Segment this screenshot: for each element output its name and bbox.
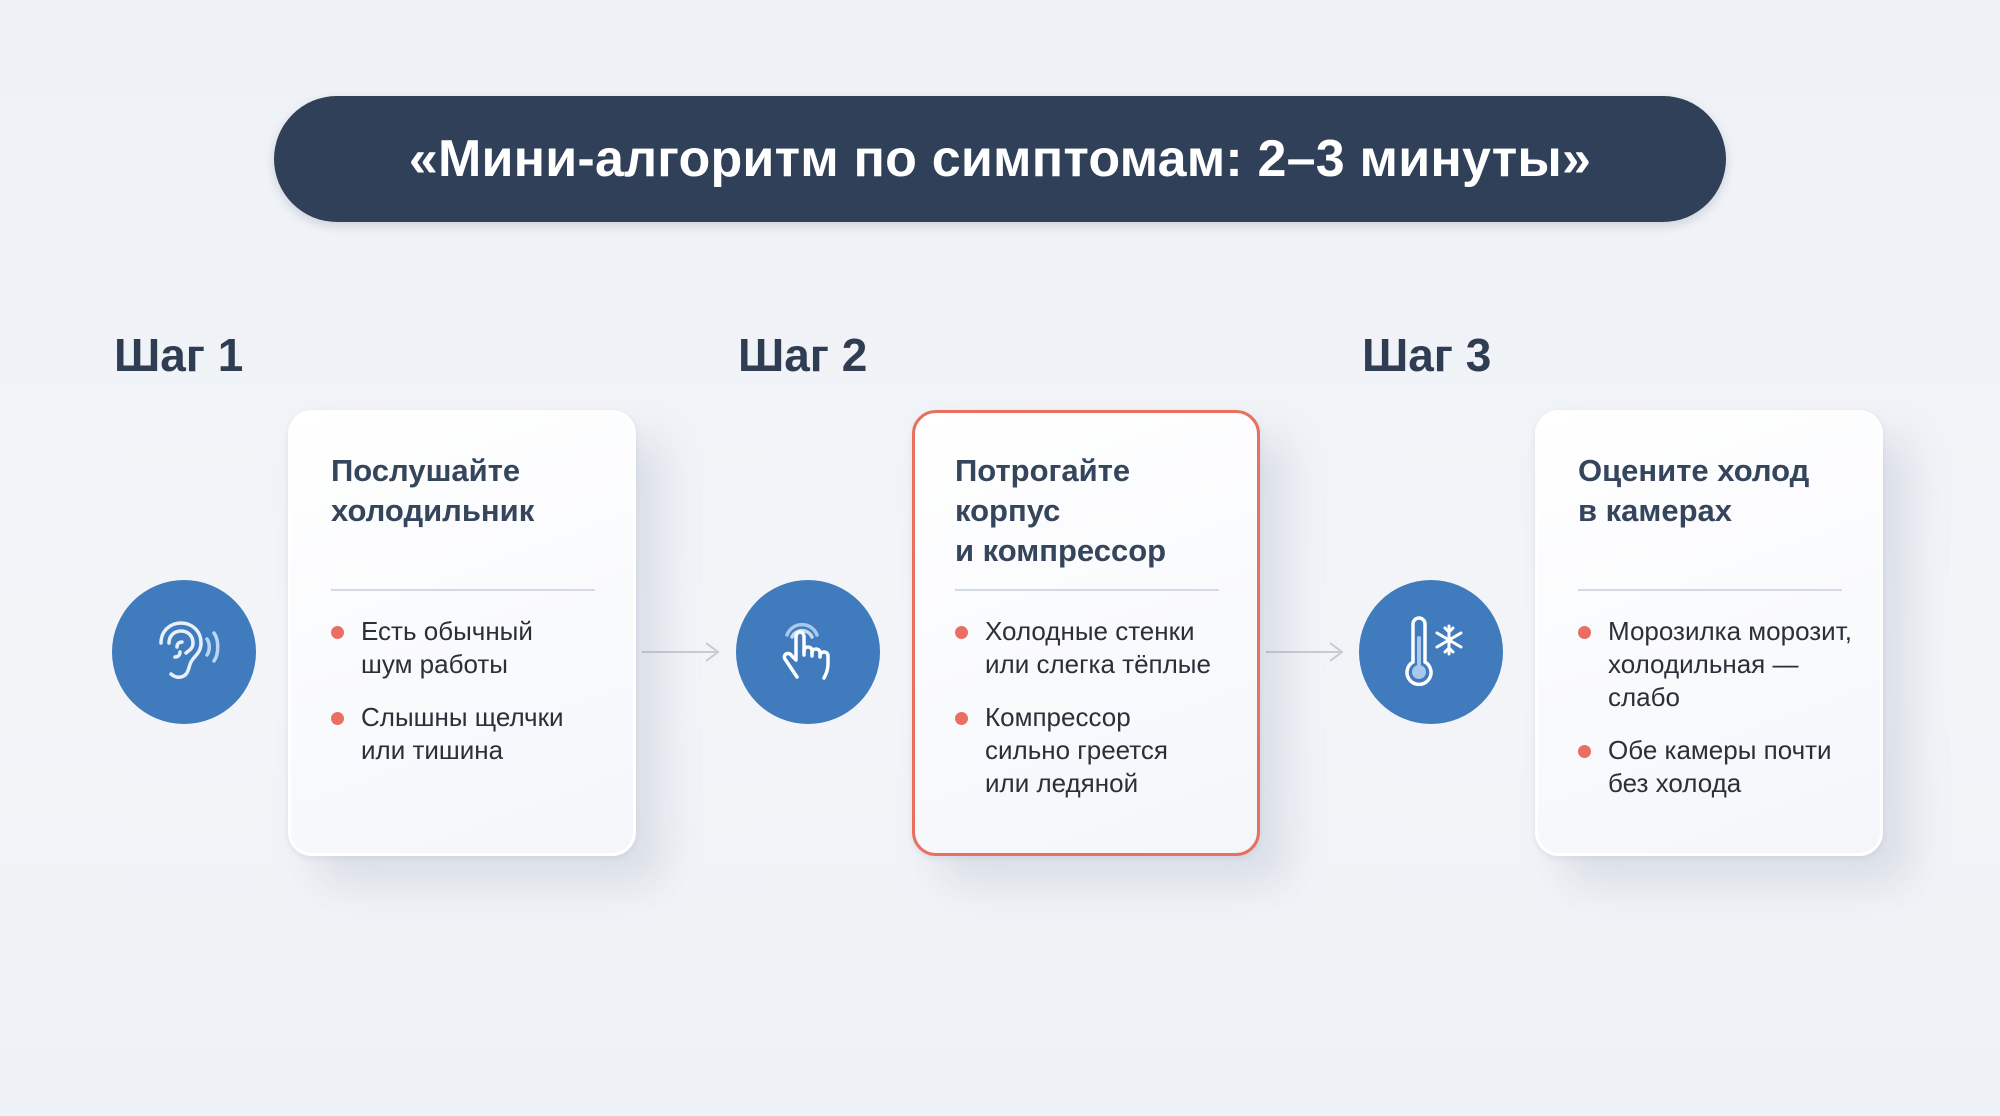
card-title-line: корпус bbox=[955, 493, 1061, 528]
touch-hand-icon bbox=[782, 622, 830, 680]
card-title-line: холодильник bbox=[331, 493, 535, 528]
step-2-icon-circle bbox=[736, 580, 880, 724]
page-title: «Мини-алгоритм по симптомам: 2–3 минуты» bbox=[408, 130, 1592, 188]
step-1-bullet-list: Есть обычный шум работы Слышны щелчки ил… bbox=[331, 615, 623, 787]
step-3-label: Шаг 3 bbox=[1362, 329, 1492, 381]
title-banner: «Мини-алгоритм по симптомам: 2–3 минуты» bbox=[274, 96, 1726, 222]
card-divider bbox=[331, 589, 595, 591]
bullet-dot-icon bbox=[955, 626, 968, 639]
bullet-text: Компрессор bbox=[985, 702, 1131, 732]
card-title-line: Оцените холод bbox=[1578, 453, 1810, 488]
bullet-text: Обе камеры почти bbox=[1608, 735, 1832, 765]
ear-icon bbox=[159, 621, 220, 679]
bullet-text: Морозилка морозит, bbox=[1608, 616, 1852, 646]
bullet-text: или тишина bbox=[361, 735, 504, 765]
bullet-dot-icon bbox=[955, 712, 968, 725]
bullet-dot-icon bbox=[1578, 626, 1591, 639]
bullet-dot-icon bbox=[331, 712, 344, 725]
step-1-card-title: Послушайте холодильник bbox=[331, 451, 613, 531]
step-3-card: Оцените холод в камерах Морозилка морози… bbox=[1535, 410, 1883, 856]
bullet-item: Есть обычный шум работы bbox=[331, 615, 623, 681]
step-1-icon-circle bbox=[112, 580, 256, 724]
step-3-bullet-list: Морозилка морозит, холодильная — слабо О… bbox=[1578, 615, 1870, 820]
arrow-right-icon bbox=[642, 642, 720, 662]
step-1-label: Шаг 1 bbox=[114, 329, 244, 381]
card-title-line: Потрогайте bbox=[955, 453, 1131, 488]
card-title-line: и компрессор bbox=[955, 533, 1167, 568]
arrow-right-icon bbox=[1266, 642, 1344, 662]
card-title-line: Послушайте bbox=[331, 453, 521, 488]
bullet-text: или слегка тёплые bbox=[985, 649, 1211, 679]
bullet-item: Обе камеры почти без холода bbox=[1578, 734, 1870, 800]
bullet-text: Холодные стенки bbox=[985, 616, 1195, 646]
card-divider bbox=[955, 589, 1219, 591]
bullet-text: или ледяной bbox=[985, 768, 1139, 798]
step-2-card: Потрогайте корпус и компрессор Холодные … bbox=[912, 410, 1260, 856]
bullet-item: Морозилка морозит, холодильная — слабо bbox=[1578, 615, 1870, 714]
step-3-card-title: Оцените холод в камерах bbox=[1578, 451, 1860, 531]
bullet-item: Компрессор сильно греется или ледяной bbox=[955, 701, 1247, 800]
step-1-card: Послушайте холодильник Есть обычный шум … bbox=[288, 410, 636, 856]
step-2-bullet-list: Холодные стенки или слегка тёплые Компре… bbox=[955, 615, 1247, 820]
bullet-text: сильно греется bbox=[985, 735, 1168, 765]
card-title-line: в камерах bbox=[1578, 493, 1733, 528]
step-2-card-title: Потрогайте корпус и компрессор bbox=[955, 451, 1237, 571]
step-2-label: Шаг 2 bbox=[738, 329, 868, 381]
bullet-text: без холода bbox=[1608, 768, 1742, 798]
bullet-text: Слышны щелчки bbox=[361, 702, 564, 732]
bullet-dot-icon bbox=[331, 626, 344, 639]
bullet-item: Холодные стенки или слегка тёплые bbox=[955, 615, 1247, 681]
bullet-dot-icon bbox=[1578, 745, 1591, 758]
bullet-text: холодильная — bbox=[1608, 649, 1799, 679]
card-divider bbox=[1578, 589, 1842, 591]
step-3-icon-circle bbox=[1359, 580, 1503, 724]
bullet-item: Слышны щелчки или тишина bbox=[331, 701, 623, 767]
bullet-text: Есть обычный bbox=[361, 616, 533, 646]
bullet-text: слабо bbox=[1608, 682, 1680, 712]
thermometer-snowflake-icon bbox=[1405, 616, 1463, 687]
bullet-text: шум работы bbox=[361, 649, 508, 679]
